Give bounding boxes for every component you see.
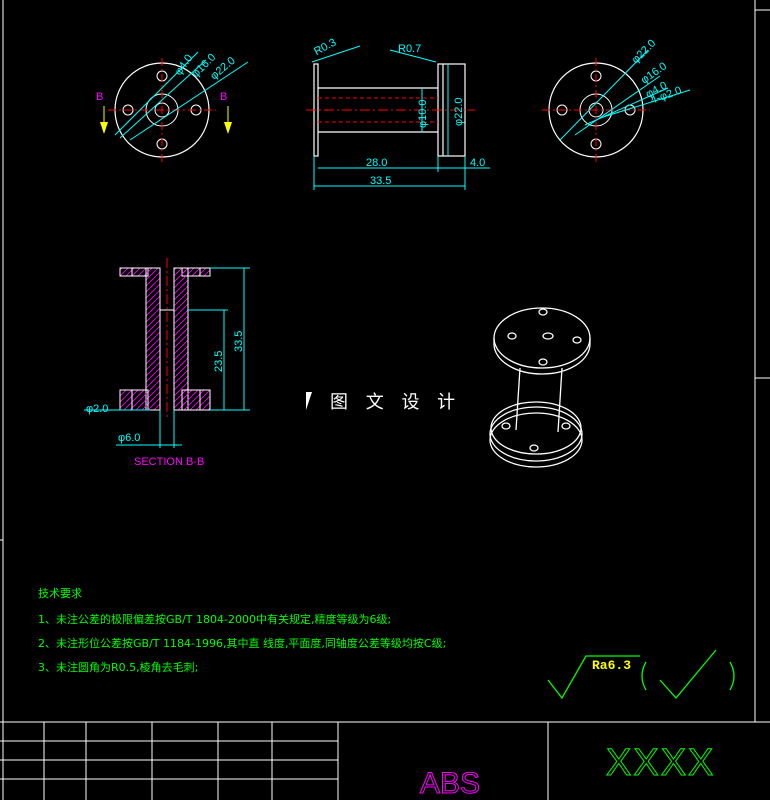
left-end-view [100,51,249,162]
front-view-centerlines [306,97,475,123]
dim-front-33-5: 33.5 [370,175,391,187]
dim-front-phi10: φ10.0 [417,99,429,128]
section-mark-right: B [220,91,227,103]
title-block [0,722,549,800]
dim-section-phi6: φ6.0 [118,432,140,444]
dim-right-phi22: φ22.0 [630,37,659,66]
watermark-mark-left [306,392,312,410]
dim-section-33-5: 33.5 [233,331,245,352]
section-caption: SECTION B-B [134,456,204,468]
dim-front-phi22: φ22.0 [453,97,465,126]
dim-section-phi2: φ2.0 [86,403,108,415]
notes-item-2: 2、未注形位公差按GB/T 1184-1996,其中直 线度,平面度,同轴度公差… [38,636,446,650]
title-block-material: ABS [420,767,480,800]
roughness-symbol [547,649,735,700]
front-view-dimensions [311,45,490,190]
notes-item-3: 3、未注圆角为R0.5,棱角去毛刺; [38,660,198,674]
section-dimensions [84,267,250,448]
notes-heading: 技术要求 [38,587,82,600]
roughness-value: Ra6.3 [592,658,631,673]
section-mark-left: B [96,91,103,103]
title-block-drawing-name: XXXX [606,742,715,784]
notes-item-1: 1、未注公差的极限偏差按GB/T 1804-2000中有关规定,精度等级为6级; [38,612,391,626]
isometric-view [489,307,591,468]
dim-front-r07: R0.7 [398,43,421,55]
watermark-text: 图 文 设 计 [330,392,461,413]
front-view [313,63,466,157]
section-view [119,258,211,420]
dim-section-23-5: 23.5 [213,351,225,372]
dim-front-4: 4.0 [470,157,485,169]
dim-front-28: 28.0 [366,157,387,169]
right-end-view [542,49,691,162]
